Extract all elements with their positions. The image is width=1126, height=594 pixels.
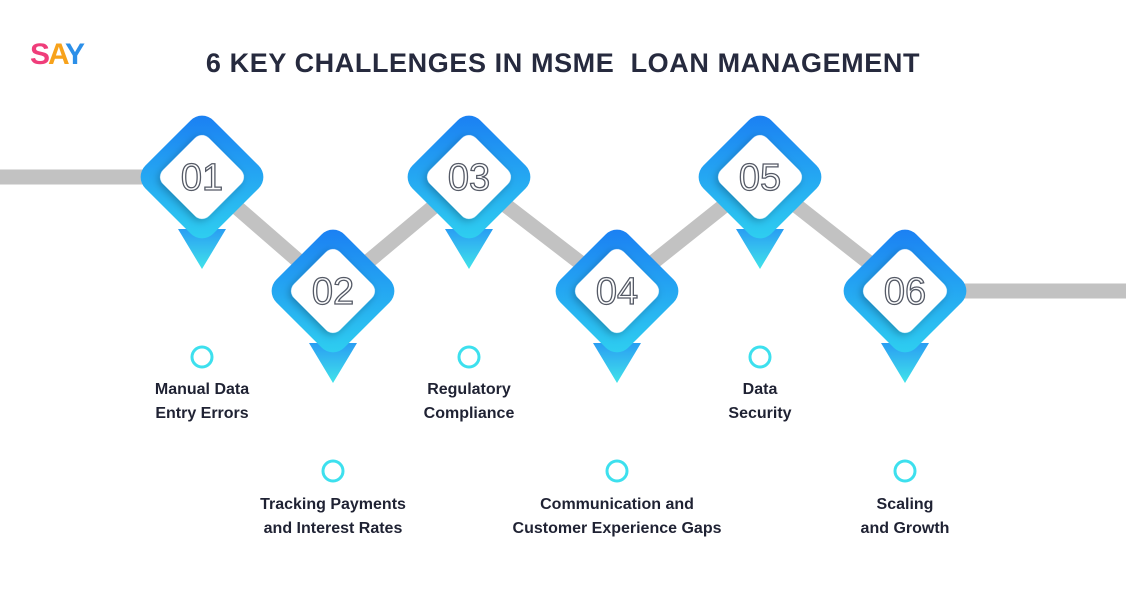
logo-letter-s: S [30,38,50,71]
step-number: 06 [884,271,926,313]
step-label-line: Regulatory [427,381,511,398]
step-pointer [881,343,929,383]
step-pointer [445,229,493,269]
step-label-line: Compliance [423,405,515,422]
step-end-circle [748,345,772,369]
step-end-circle [605,459,629,483]
step-diamond-inner [291,249,375,333]
step-node: 06 [843,229,967,483]
step-end-circle [190,345,214,369]
step-node: 02 [271,229,395,483]
step-number: 05 [739,157,781,199]
logo-letter-a: A [48,38,67,71]
step-pointer [309,343,357,383]
step-number: 02 [312,271,354,313]
step-diamond-inner [427,135,511,219]
step-label-line: Security [728,405,792,422]
step-label-line: and Growth [860,520,950,537]
step-node: 01 [140,115,264,369]
step-label-line: Data [742,381,778,398]
step-node: 03 [407,115,531,369]
step-number: 03 [448,157,490,199]
page-title: 6 KEY CHALLENGES IN MSME LOAN MANAGEMENT [205,48,921,78]
step-label-line: Manual Data [154,381,250,398]
step-diamond-inner [863,249,947,333]
step-pointer [593,343,641,383]
step-label-line: Tracking Payments [260,496,406,513]
step-label-line: Scaling [876,496,934,513]
step-node: 05 [698,115,822,369]
step-pointer [736,229,784,269]
step-label: Tracking Payments and Interest Rates [213,493,453,541]
step-end-circle [321,459,345,483]
step-number: 01 [181,157,223,199]
step-diamond-inner [718,135,802,219]
step-number: 04 [596,271,638,313]
step-diamond-inner [575,249,659,333]
step-label-line: Entry Errors [155,405,249,422]
step-nodes: 01 02 03 04 05 06 [140,115,967,483]
step-end-circle [893,459,917,483]
step-pointer [178,229,226,269]
logo-letter-y: Y [64,38,85,71]
step-node: 04 [555,229,679,483]
step-label-line: Customer Experience Gaps [512,520,722,537]
step-label-line: Communication and [540,496,694,513]
say-logo: SAY [30,38,85,72]
step-label-line: and Interest Rates [263,520,403,537]
step-diamond-inner [160,135,244,219]
step-label: Scaling and Growth [785,493,1025,541]
step-end-circle [457,345,481,369]
